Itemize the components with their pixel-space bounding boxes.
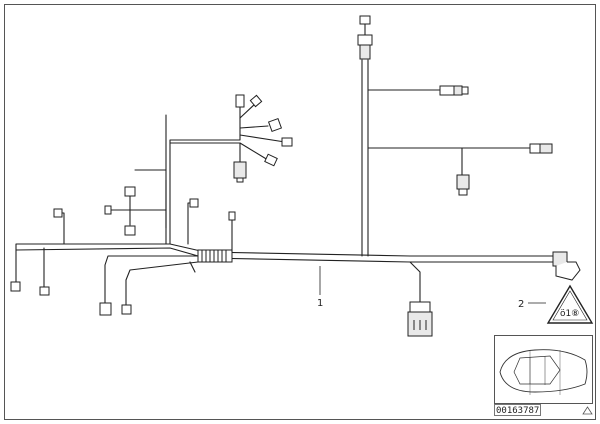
main-harness-trunk: [15, 243, 556, 263]
callout-1: 1: [317, 266, 323, 309]
branch-far-left: [10, 208, 65, 296]
diagram-border: [4, 4, 596, 420]
image-number-box: 00163787: [494, 404, 541, 416]
callout-2: 2 ö1⑧: [518, 284, 594, 324]
vehicle-thumbnail: [494, 335, 593, 404]
warning-symbol-text: ö1⑧: [560, 309, 579, 319]
car-icon: [499, 349, 588, 395]
branch-lower-left: [99, 255, 199, 316]
connector-cluster-upper: [233, 94, 293, 183]
branch-right-vertical: [357, 15, 553, 257]
branch-sleeve-top: [187, 198, 236, 253]
corner-triangle-icon: [582, 406, 593, 415]
callout-2-label: 2: [518, 299, 524, 310]
image-number: 00163787: [496, 406, 539, 416]
callout-1-label: 1: [317, 298, 323, 309]
corrugated-sleeve: [197, 249, 233, 263]
branch-mid-left: [104, 186, 167, 236]
connector-right-end: [552, 251, 581, 281]
branch-left-upper: [134, 102, 286, 245]
warning-triangle-icon: [546, 284, 594, 324]
connector-large-bottom: [407, 261, 433, 337]
